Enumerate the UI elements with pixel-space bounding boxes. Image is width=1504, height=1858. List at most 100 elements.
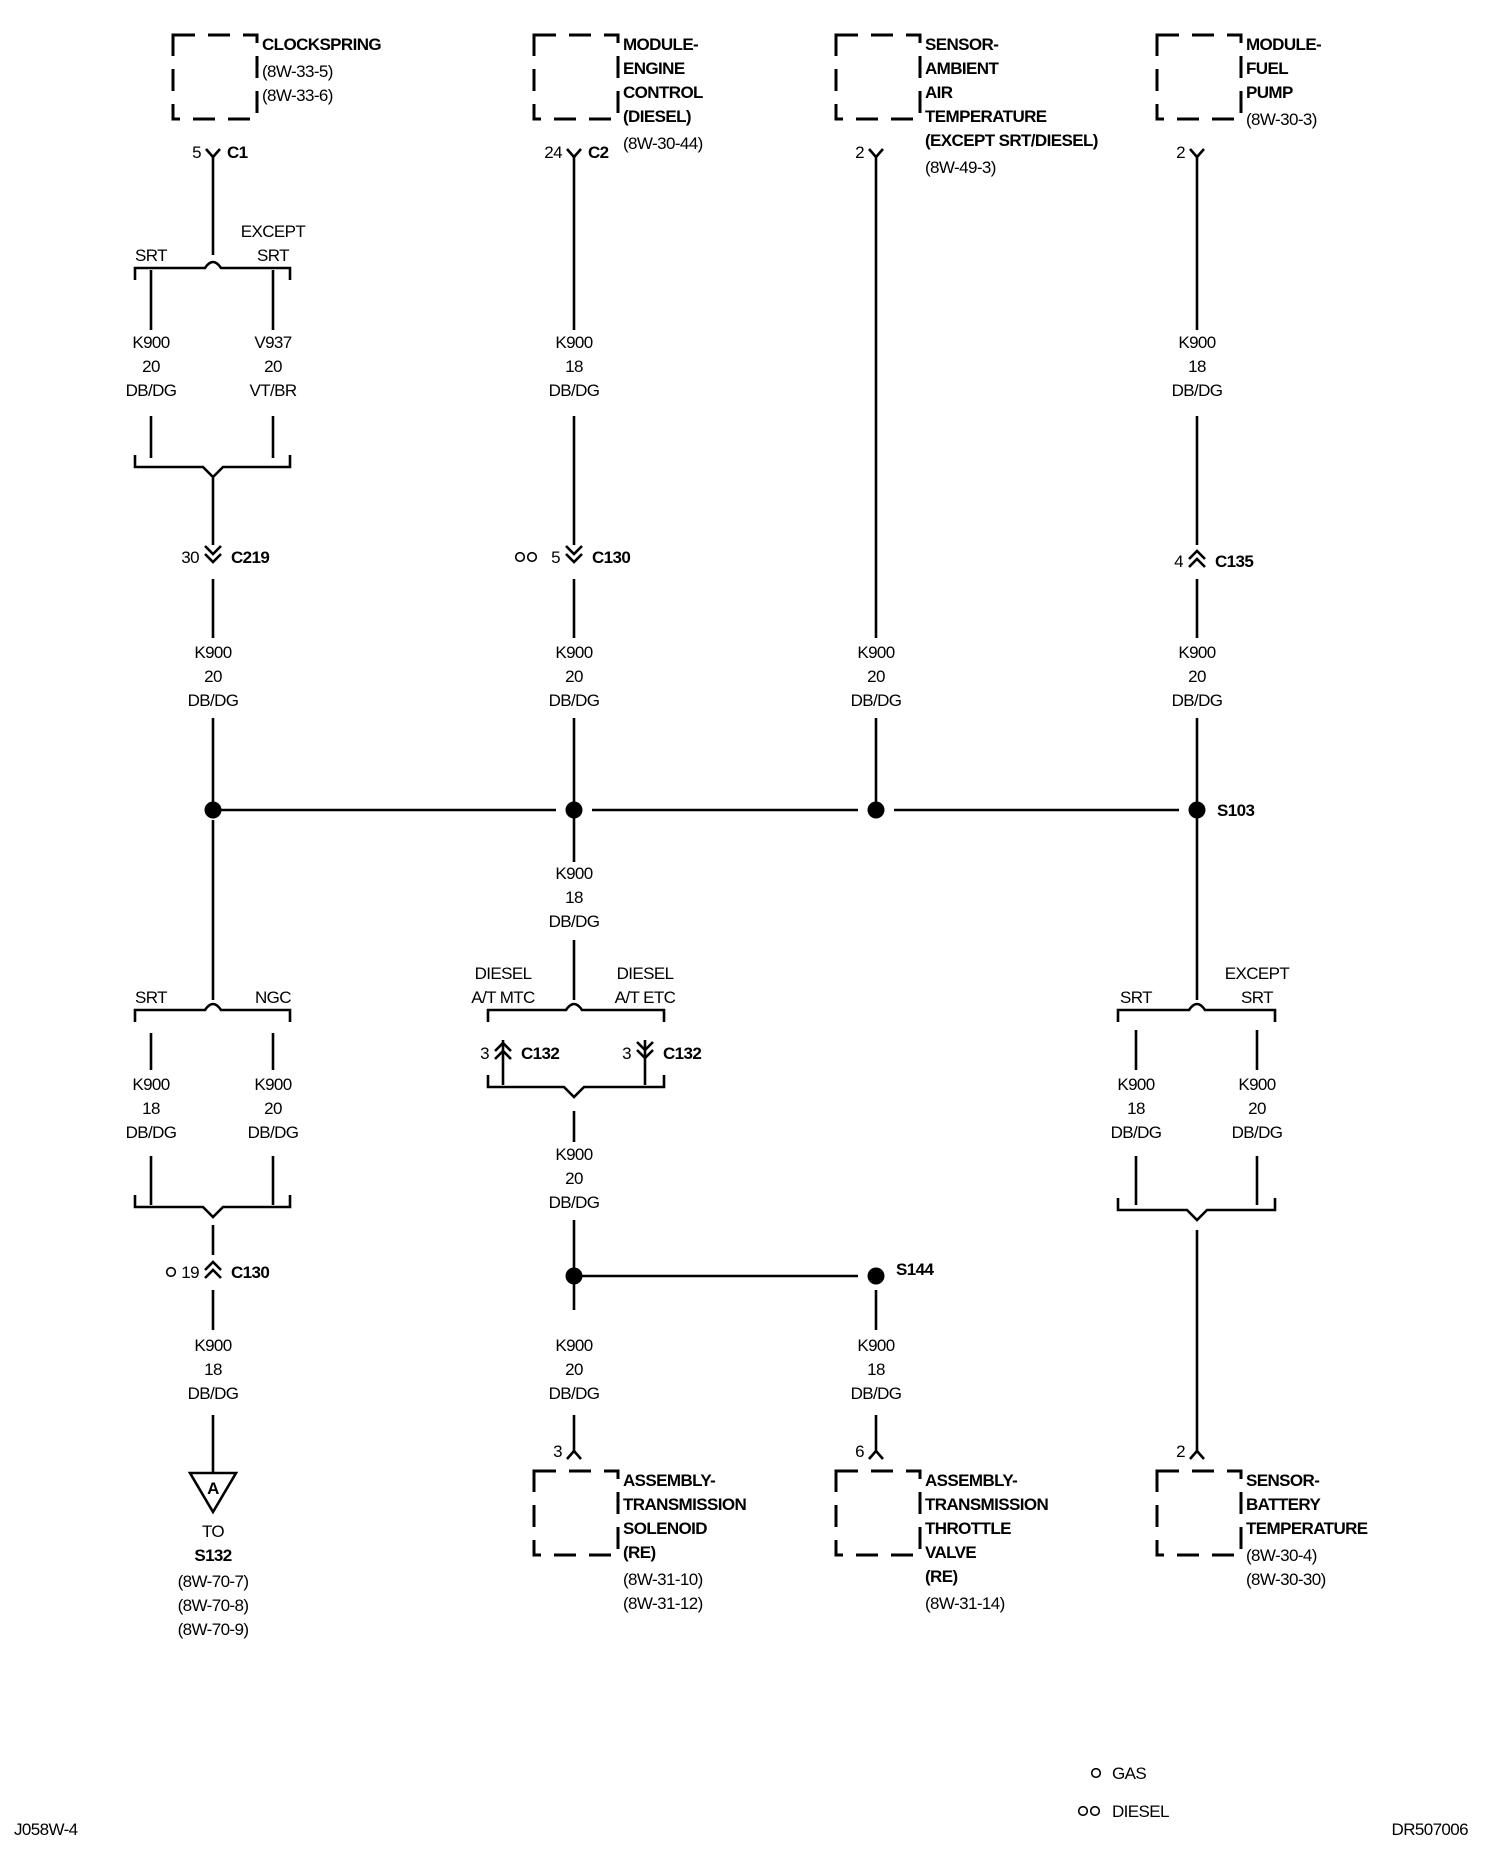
component-outline xyxy=(1155,33,1243,121)
component-name: (RE) xyxy=(623,1543,656,1562)
wire-label-line: DB/DG xyxy=(549,381,600,400)
option-label-line: EXCEPT xyxy=(241,222,306,241)
connector-name: C132 xyxy=(521,1044,559,1063)
connector-name: C219 xyxy=(231,548,269,567)
wire-label-line: 18 xyxy=(204,1360,222,1379)
footer-right: DR507006 xyxy=(1392,1820,1469,1839)
offpage-ref: (8W-70-9) xyxy=(178,1620,249,1639)
pin-number: 2 xyxy=(1176,143,1185,162)
connector-name: C2 xyxy=(588,143,609,162)
splice-dot xyxy=(867,801,885,819)
wire-label-line: 20 xyxy=(204,667,222,686)
pin-number: 4 xyxy=(1174,552,1183,571)
component-outline xyxy=(532,1469,620,1557)
pin-number: 3 xyxy=(553,1442,562,1461)
option-branch xyxy=(1116,1002,1277,1022)
wire-label-line: K900 xyxy=(1238,1075,1275,1094)
wire-label-line: K900 xyxy=(1178,643,1215,662)
wire-label-line: DB/DG xyxy=(126,1123,177,1142)
component-name: THROTTLE xyxy=(925,1519,1011,1538)
diesel-marker xyxy=(1077,1805,1089,1817)
option-label-line: SRT xyxy=(135,246,167,265)
wire-label-line: K900 xyxy=(132,1075,169,1094)
wire-label-line: K900 xyxy=(555,1336,592,1355)
wire-label-line: K900 xyxy=(194,643,231,662)
wire-label-line: K900 xyxy=(254,1075,291,1094)
offpage-to: TO xyxy=(202,1522,224,1541)
wire-label-line: DB/DG xyxy=(188,1384,239,1403)
option-branch xyxy=(133,260,292,280)
option-label: EXCEPT SRT xyxy=(1225,964,1290,1007)
offpage-ref: (8W-70-7) xyxy=(178,1572,249,1591)
pin-number: 24 xyxy=(544,143,562,162)
legend-label: DIESEL xyxy=(1112,1802,1169,1821)
option-label-line: SRT xyxy=(1120,988,1152,1007)
splice-dot xyxy=(867,1267,885,1285)
offpage-ref: (8W-70-8) xyxy=(178,1596,249,1615)
connector-name: C130 xyxy=(231,1263,269,1282)
wire-label-line: 18 xyxy=(1127,1099,1145,1118)
splice-dot xyxy=(1188,801,1206,819)
component-name: MODULE- xyxy=(1246,35,1321,54)
component-ref: (8W-30-3) xyxy=(1246,110,1317,129)
connector-name: C130 xyxy=(592,548,630,567)
wire-label-line: 20 xyxy=(1188,667,1206,686)
connector-c130_top: 5 C130 xyxy=(514,545,631,567)
wire-label-line: DB/DG xyxy=(549,691,600,710)
component-name: TRANSMISSION xyxy=(925,1495,1048,1514)
wire-label-line: DB/DG xyxy=(1172,691,1223,710)
option-label-line: SRT xyxy=(1241,988,1273,1007)
footer: J058W-4 DR507006 xyxy=(14,1820,1469,1839)
wire-label-line: DB/DG xyxy=(851,691,902,710)
component-ref: (8W-30-4) xyxy=(1246,1546,1317,1565)
component-name: ENGINE xyxy=(623,59,685,78)
component-battery_temp_sensor: SENSOR-BATTERYTEMPERATURE(8W-30-4)(8W-30… xyxy=(1155,1442,1368,1589)
pin-number: 3 xyxy=(622,1044,631,1063)
option-label: SRT xyxy=(1120,988,1153,1007)
wire-label-line: K900 xyxy=(857,1336,894,1355)
wire-label-line: 20 xyxy=(565,667,583,686)
option-label-line: A/T MTC xyxy=(471,988,535,1007)
component-name: (RE) xyxy=(925,1567,958,1586)
component-name: SENSOR- xyxy=(1246,1471,1319,1490)
component-ref: (8W-33-6) xyxy=(262,86,333,105)
footer-left: J058W-4 xyxy=(14,1820,78,1839)
wire-label-line: DB/DG xyxy=(126,381,177,400)
wire-label-line: K900 xyxy=(555,1145,592,1164)
component-ref: (8W-49-3) xyxy=(925,158,996,177)
option-label: SRT xyxy=(135,246,168,265)
connector-name: C132 xyxy=(663,1044,701,1063)
component-ref: (8W-31-12) xyxy=(623,1594,703,1613)
component-name: CONTROL xyxy=(623,83,703,102)
wire-label-line: 20 xyxy=(565,1360,583,1379)
splice-label: S103 xyxy=(1217,801,1254,820)
option-label-line: NGC xyxy=(255,988,291,1007)
component-name: SENSOR- xyxy=(925,35,998,54)
component-name: TRANSMISSION xyxy=(623,1495,746,1514)
splice-dot xyxy=(565,801,583,819)
component-name: VALVE xyxy=(925,1543,976,1562)
pin-number: 2 xyxy=(1176,1442,1185,1461)
diesel-marker xyxy=(514,551,538,563)
wire-label-line: DB/DG xyxy=(188,691,239,710)
option-label-line: DIESEL xyxy=(475,964,532,983)
pin-number: 5 xyxy=(551,548,560,567)
connector-name: C135 xyxy=(1215,552,1253,571)
wire-label-line: DB/DG xyxy=(549,912,600,931)
option-label-line: DIESEL xyxy=(617,964,674,983)
splice-dot xyxy=(204,801,222,819)
wire-label-line: DB/DG xyxy=(549,1384,600,1403)
component-name: ASSEMBLY- xyxy=(623,1471,715,1490)
component-outline xyxy=(1155,1469,1243,1557)
wire-label-line: K900 xyxy=(555,333,592,352)
option-label-line: EXCEPT xyxy=(1225,964,1290,983)
